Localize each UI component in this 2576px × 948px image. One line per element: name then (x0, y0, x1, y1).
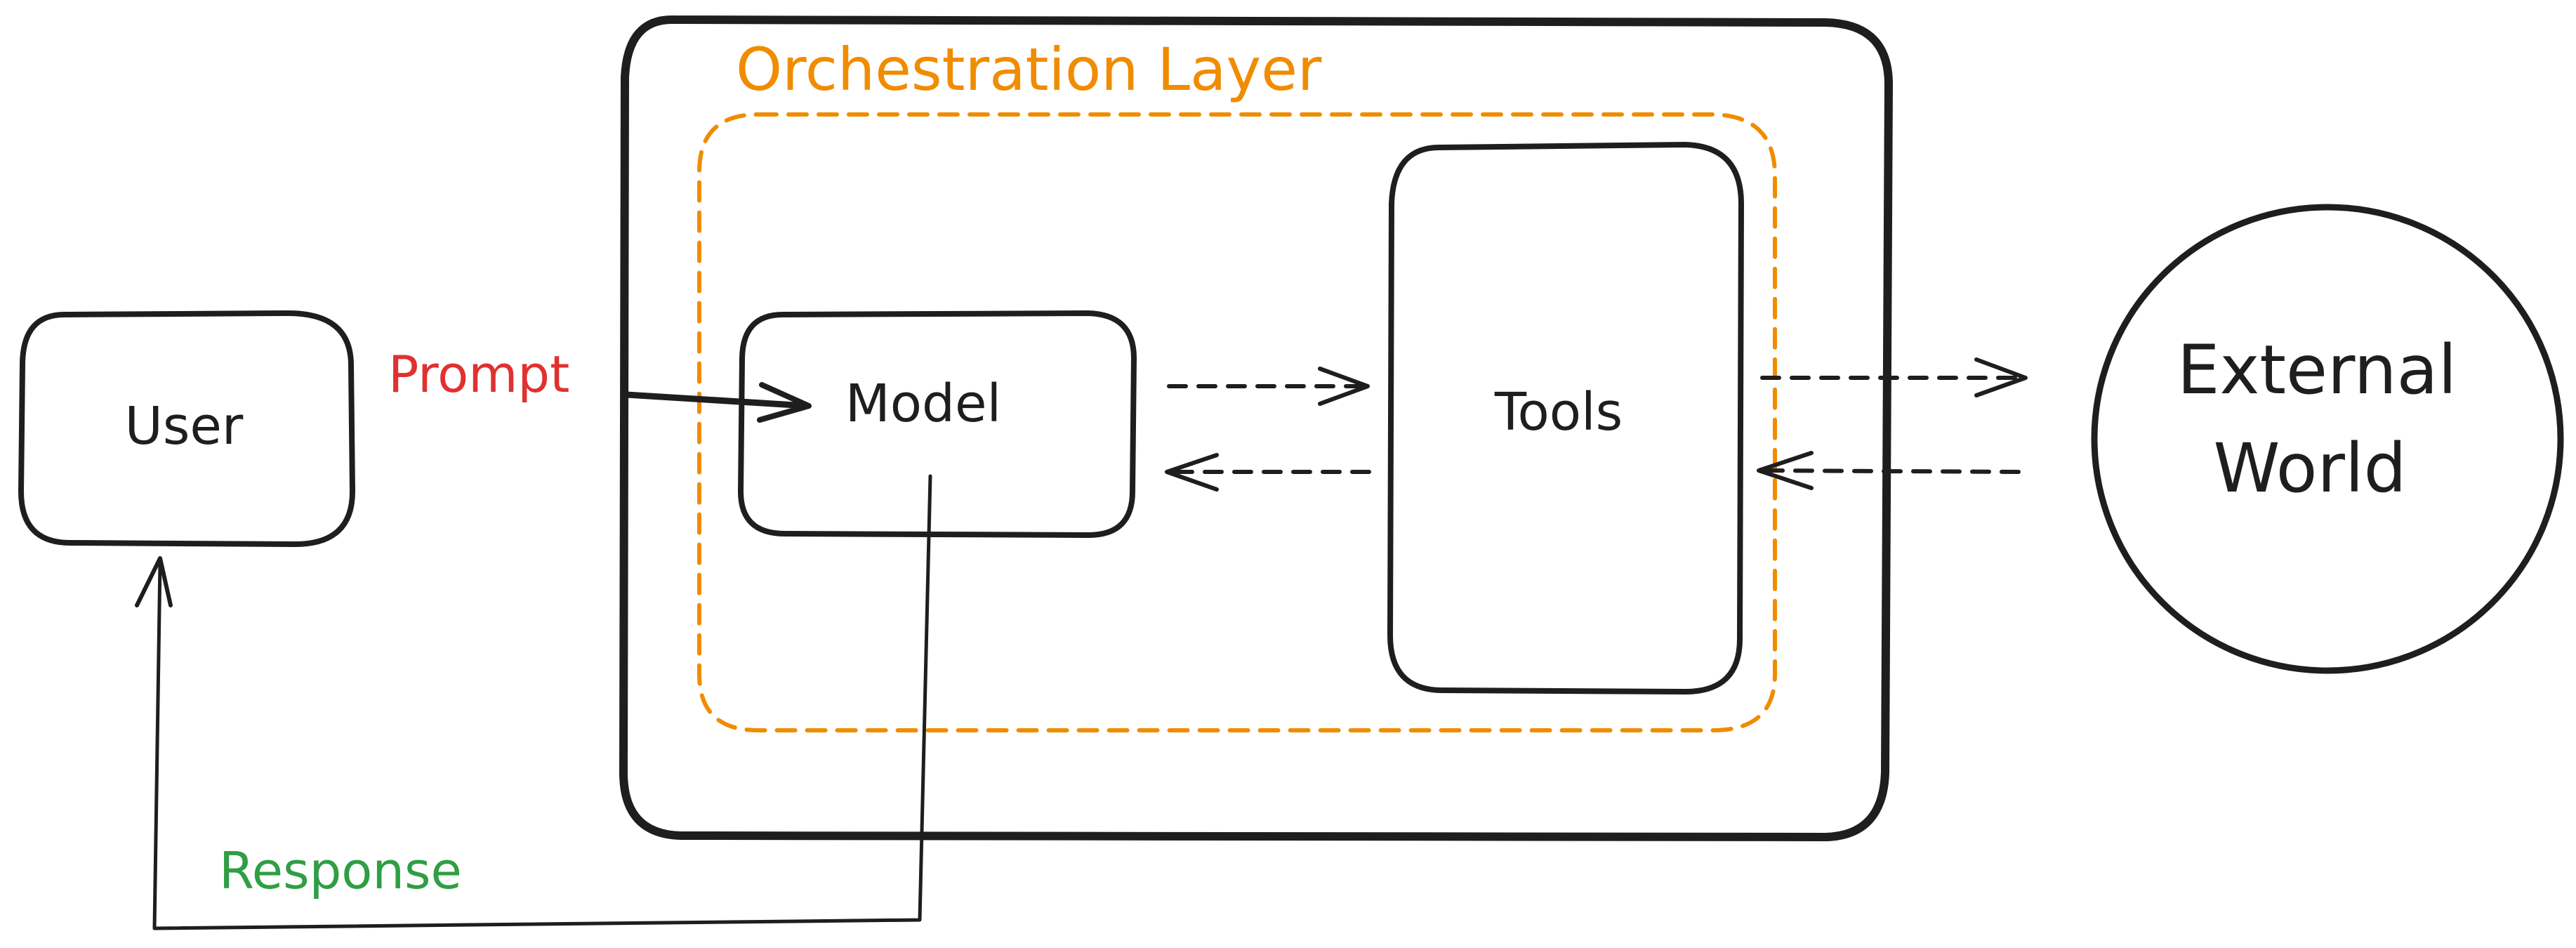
response-arrow-line (152, 474, 932, 930)
response-edge: Response (135, 474, 932, 930)
system-container (619, 15, 1893, 841)
model-to-tools-edge (1167, 367, 1370, 406)
tools-node: Tools (1387, 142, 1744, 694)
external-to-tools-arrowhead (1757, 451, 1814, 490)
tools-to-model-arrowhead (1165, 453, 1219, 492)
orchestration-title: Orchestration Layer (736, 35, 1322, 104)
external-world-circle (2091, 204, 2564, 674)
response-arrowhead (135, 556, 173, 607)
tools-to-model-edge (1165, 453, 1371, 492)
tools-box (1387, 142, 1744, 694)
external-world-label-line1: External (2177, 331, 2457, 409)
user-box (18, 310, 355, 547)
user-label: User (125, 396, 244, 456)
external-to-tools-edge (1757, 451, 2021, 490)
model-label: Model (845, 374, 1001, 434)
external-to-tools-line (1760, 468, 2021, 474)
response-label: Response (219, 841, 462, 900)
user-node: User (18, 310, 355, 547)
model-node: Model (738, 310, 1137, 538)
prompt-arrowhead (757, 382, 812, 423)
model-to-tools-arrowhead (1318, 367, 1370, 406)
prompt-arrow-line (623, 391, 811, 409)
tools-to-external-arrowhead (1974, 357, 2028, 397)
prompt-edge: Prompt (388, 345, 812, 423)
external-world-label-line2: World (2213, 429, 2406, 508)
prompt-label: Prompt (388, 345, 569, 404)
tools-to-external-edge (1760, 357, 2028, 397)
external-world-node: External World (2091, 204, 2564, 674)
tools-label: Tools (1494, 382, 1623, 442)
model-box (738, 310, 1137, 538)
orchestration-boundary (697, 112, 1777, 732)
